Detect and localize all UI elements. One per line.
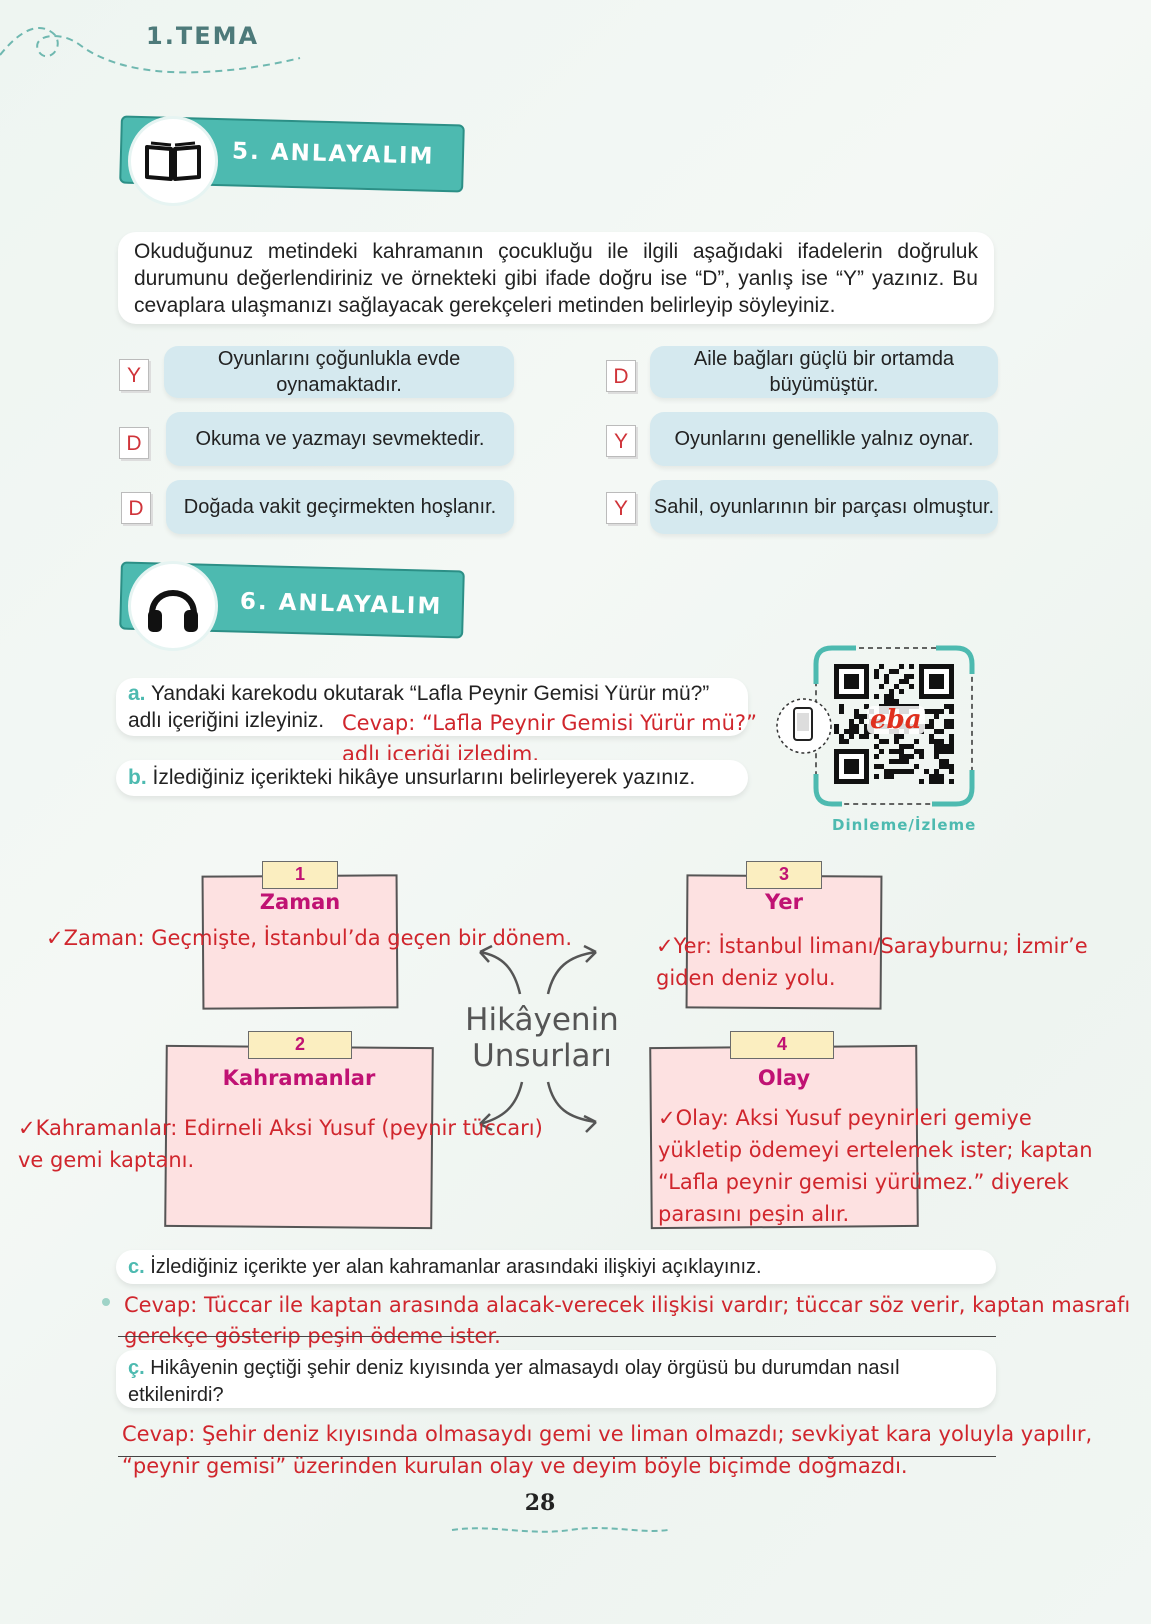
answer-box[interactable]: Y (606, 492, 636, 524)
question-d-line1: Hikâyenin geçtiği şehir deniz kıyısında … (150, 1357, 900, 1379)
answer-olay-line2: yükletip ödemeyi ertelemek ister; kaptan (658, 1138, 1093, 1162)
question-d-letter: ç. (128, 1357, 145, 1379)
theme-label: 1.TEMA (146, 22, 260, 50)
card-number-badge: 2 (248, 1031, 352, 1059)
card-title: Zaman (259, 890, 341, 914)
statement-card: Sahil, oyunlarının bir parçası olmuştur. (650, 480, 998, 534)
qr-caption: Dinleme/İzleme (832, 816, 977, 834)
question-a-line1: Yandaki karekodu okutarak “Lafla Peynir … (150, 682, 710, 705)
question-d: ç. Hikâyenin geçtiği şehir deniz kıyısın… (128, 1355, 980, 1409)
card-number-badge: 3 (746, 861, 822, 889)
answer-a-line1: Cevap: “Lafla Peynir Gemisi Yürür mü?” (342, 711, 757, 735)
question-a: a. Yandaki karekodu okutarak “Lafla Peyn… (128, 680, 709, 734)
page-number: 28 (524, 1490, 556, 1516)
book-icon (145, 141, 201, 181)
statement-card: Aile bağları güçlü bir ortamda büyümüştü… (650, 346, 998, 398)
answer-olay-line3: “Lafla peynir gemisi yürümez.” diyerek (658, 1170, 1069, 1194)
answer-yer: ✓Yer: İstanbul limanı/Sarayburnu; İzmir’… (656, 930, 1088, 994)
answer-box[interactable]: D (121, 492, 151, 524)
answer-zaman: ✓Zaman: Geçmişte, İstanbul’da geçen bir … (46, 926, 572, 950)
question-c: c. İzlediğiniz içerikte yer alan kahrama… (128, 1254, 762, 1280)
question-d-box (116, 1350, 996, 1408)
answer-box[interactable]: D (119, 427, 149, 459)
book-icon-circle (128, 116, 218, 206)
question-b-box (116, 760, 748, 796)
question-c-text: İzlediğiniz içerikte yer alan kahramanla… (150, 1256, 762, 1278)
answer-box[interactable]: Y (606, 425, 636, 457)
section5-title: 5. ANLAYALIM (231, 138, 435, 170)
header-decoration (0, 26, 301, 74)
card-number-badge: 1 (262, 861, 338, 889)
answer-box[interactable]: D (606, 360, 636, 392)
answer-c-line1: Cevap: Tüccar ile kaptan arasında alacak… (124, 1293, 1131, 1317)
center-label-line1: Hikâyenin (465, 1002, 619, 1038)
headphones-icon-circle (128, 561, 218, 651)
card-title: Olay (757, 1066, 811, 1090)
center-arrows (479, 944, 597, 1133)
question-b-letter: b. (128, 766, 147, 789)
eba-logo: eba (867, 706, 925, 734)
headphones-icon (148, 590, 198, 632)
center-label-line2: Unsurları (472, 1038, 612, 1074)
answer-olay: ✓Olay: Aksi Yusuf peynirleri gemiye yükl… (658, 1102, 1093, 1230)
answer-yer-line2: giden deniz yolu. (656, 966, 836, 990)
question-c-box (116, 1250, 996, 1284)
footer-decoration (451, 1527, 669, 1533)
statement-card: Oyunlarını genellikle yalnız oynar. (650, 412, 998, 466)
answer-c: Cevap: Tüccar ile kaptan arasında alacak… (124, 1290, 1130, 1352)
answer-d-line2: “peynir gemisi” üzerinden kurulan olay v… (122, 1454, 908, 1478)
card-title: Yer (765, 890, 803, 914)
answer-box[interactable]: Y (119, 359, 149, 391)
section5-instruction: Okuduğunuz metindeki kahramanın çocukluğ… (118, 232, 994, 324)
question-c-letter: c. (128, 1256, 145, 1278)
answer-kahramanlar-line2: ve gemi kaptanı. (18, 1148, 195, 1172)
question-a-line2: adlı içeriğini izleyiniz. (128, 709, 325, 732)
answer-kahramanlar-line1: ✓Kahramanlar: Edirneli Aksi Yusuf (peyni… (18, 1116, 543, 1140)
card-number-badge: 4 (730, 1031, 834, 1059)
answer-d-line1: Cevap: Şehir deniz kıyısında olmasaydı g… (122, 1422, 1093, 1446)
bullet-dot (102, 1298, 110, 1306)
answer-d: Cevap: Şehir deniz kıyısında olmasaydı g… (122, 1418, 1092, 1482)
answer-yer-line1: ✓Yer: İstanbul limanı/Sarayburnu; İzmir’… (656, 934, 1088, 958)
section6-title: 6. ANLAYALIM (239, 588, 443, 620)
statement-card: Doğada vakit geçirmekten hoşlanır. (166, 480, 514, 534)
question-b-text: İzlediğiniz içerikteki hikâye unsurların… (152, 766, 696, 789)
card-title: Kahramanlar (222, 1066, 376, 1090)
center-label: Hikâyenin Unsurları (452, 1002, 632, 1074)
qr-code-frame (776, 645, 975, 807)
answer-kahramanlar: ✓Kahramanlar: Edirneli Aksi Yusuf (peyni… (18, 1112, 543, 1176)
question-a-box (116, 678, 748, 736)
question-d-line2: etkilenirdi? (128, 1384, 224, 1406)
answer-olay-line4: parasını peşin alır. (658, 1202, 850, 1226)
question-a-letter: a. (128, 682, 146, 705)
question-b: b. İzlediğiniz içerikteki hikâye unsurla… (128, 764, 695, 791)
answer-line (118, 1336, 996, 1337)
statement-card: Oyunlarını çoğunlukla evde oynamaktadır. (164, 346, 514, 398)
answer-line (118, 1456, 996, 1457)
statement-card: Okuma ve yazmayı sevmektedir. (166, 412, 514, 466)
answer-olay-line1: ✓Olay: Aksi Yusuf peynirleri gemiye (658, 1106, 1032, 1130)
